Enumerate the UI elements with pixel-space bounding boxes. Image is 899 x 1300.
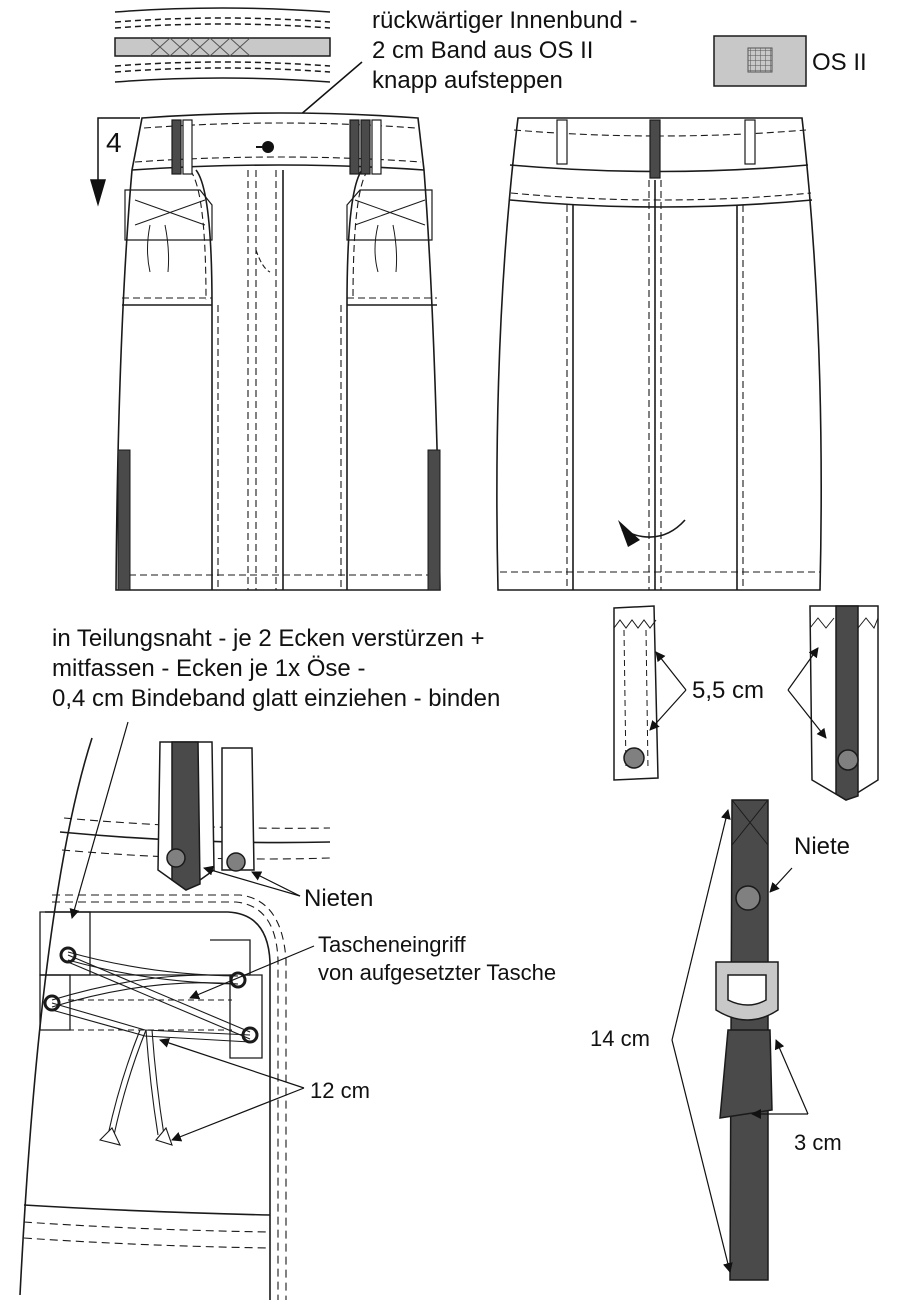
strap-width-label: 3 cm [794, 1130, 842, 1155]
os2-legend-label: OS II [812, 49, 867, 76]
tie-measure-label: 12 cm [310, 1078, 370, 1103]
loop-measure-arrows [649, 647, 827, 739]
front-lacing [134, 199, 426, 273]
loop-detail-left [613, 605, 659, 781]
closeup-arrows [69, 721, 315, 1142]
waist-button [262, 141, 274, 153]
depth-indicator [90, 117, 140, 207]
lacing-cords [51, 951, 251, 1146]
depth-number: 4 [106, 127, 122, 158]
innenbund-label-line1: rückwärtiger Innenbund - [372, 7, 638, 34]
strap-length-label: 14 cm [590, 1026, 650, 1051]
loop-detail-right [809, 605, 879, 801]
back-belt-loops [556, 119, 756, 179]
innenbund-label-line3: knapp aufsteppen [372, 67, 563, 94]
front-side-strap-left [117, 449, 131, 591]
tascheneingriff-label-line1: Tascheneingriff [318, 932, 466, 957]
teilungsnaht-label-line2: mitfassen - Ecken je 1x Öse - [52, 655, 366, 682]
front-side-strap-right [427, 449, 441, 591]
innenbund-arrow [291, 61, 363, 123]
teilungsnaht-label-line1: in Teilungsnaht - je 2 Ecken verstürzen … [52, 625, 485, 652]
front-skirt [115, 112, 441, 591]
closeup-belt-loops [157, 741, 255, 891]
innenbund-label-line2: 2 cm Band aus OS II [372, 37, 594, 64]
strap-with-buckle [715, 799, 779, 1281]
os2-legend-swatch [713, 35, 807, 87]
strap-arrows [671, 809, 809, 1273]
inner-waistband-detail [114, 7, 331, 83]
teilungsnaht-label-line3: 0,4 cm Bindeband glatt einziehen - binde… [52, 685, 501, 712]
front-belt-loops [171, 119, 382, 175]
loop-measure-label: 5,5 cm [692, 677, 765, 704]
niete-label: Niete [794, 833, 851, 860]
tascheneingriff-label-line2: von aufgesetzter Tasche [318, 960, 557, 985]
back-skirt [496, 117, 822, 591]
nieten-label: Nieten [304, 885, 374, 912]
